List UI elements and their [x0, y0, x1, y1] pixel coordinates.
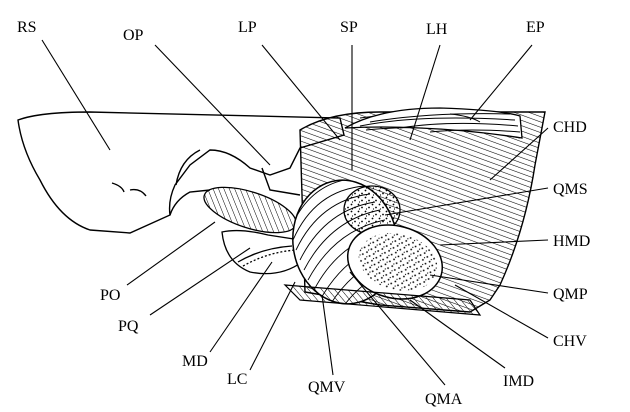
label-md: MD [182, 353, 208, 370]
label-qmv: QMV [308, 379, 346, 396]
label-sp: SP [340, 19, 358, 36]
label-po: PO [100, 287, 120, 304]
label-qma: QMA [425, 391, 463, 408]
label-ep: EP [526, 19, 545, 36]
skull-outline [18, 112, 344, 233]
label-qms: QMS [553, 181, 588, 198]
label-imd: IMD [503, 373, 534, 390]
label-pq: PQ [118, 318, 139, 335]
label-lp: LP [238, 19, 257, 36]
label-chd: CHD [553, 119, 587, 136]
label-lh: LH [426, 21, 448, 38]
label-lc: LC [227, 371, 247, 388]
label-rs: RS [17, 19, 37, 36]
label-op: OP [123, 27, 144, 44]
label-chv: CHV [553, 333, 587, 350]
label-hmd: HMD [553, 233, 590, 250]
label-qmp: QMP [553, 286, 588, 303]
